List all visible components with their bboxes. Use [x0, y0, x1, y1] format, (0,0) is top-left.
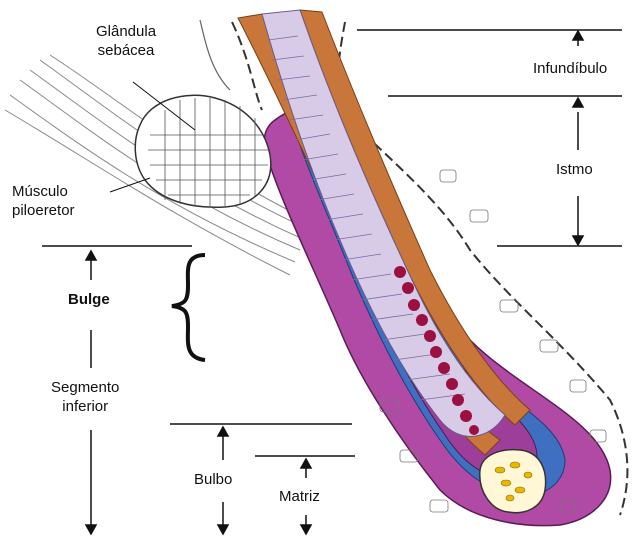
- arrector-muscle-label: Músculo piloeretor: [12, 182, 75, 220]
- lower-segment-label: Segmento inferior: [51, 378, 119, 416]
- bulb-label: Bulbo: [194, 470, 232, 489]
- bulge-label: Bulge: [68, 290, 110, 309]
- bulge-brace: [172, 255, 205, 360]
- lower-segment-label-line-2: inferior: [51, 397, 119, 416]
- matrix-label: Matriz: [279, 487, 320, 506]
- sebaceous-gland-label: Glândula sebácea: [96, 22, 156, 60]
- sebaceous-gland: [135, 95, 271, 207]
- sebaceous-gland-label-line-1: Glândula: [96, 22, 156, 41]
- arrector-muscle-label-line-1: Músculo: [12, 182, 75, 201]
- lower-segment-label-line-1: Segmento: [51, 378, 119, 397]
- infundibulum-label: Infundíbulo: [533, 59, 607, 78]
- epidermis-left: [200, 20, 230, 90]
- arrector-muscle-label-line-2: piloeretor: [12, 201, 75, 220]
- sebaceous-gland-label-line-2: sebácea: [96, 41, 156, 60]
- isthmus-label: Istmo: [556, 160, 593, 179]
